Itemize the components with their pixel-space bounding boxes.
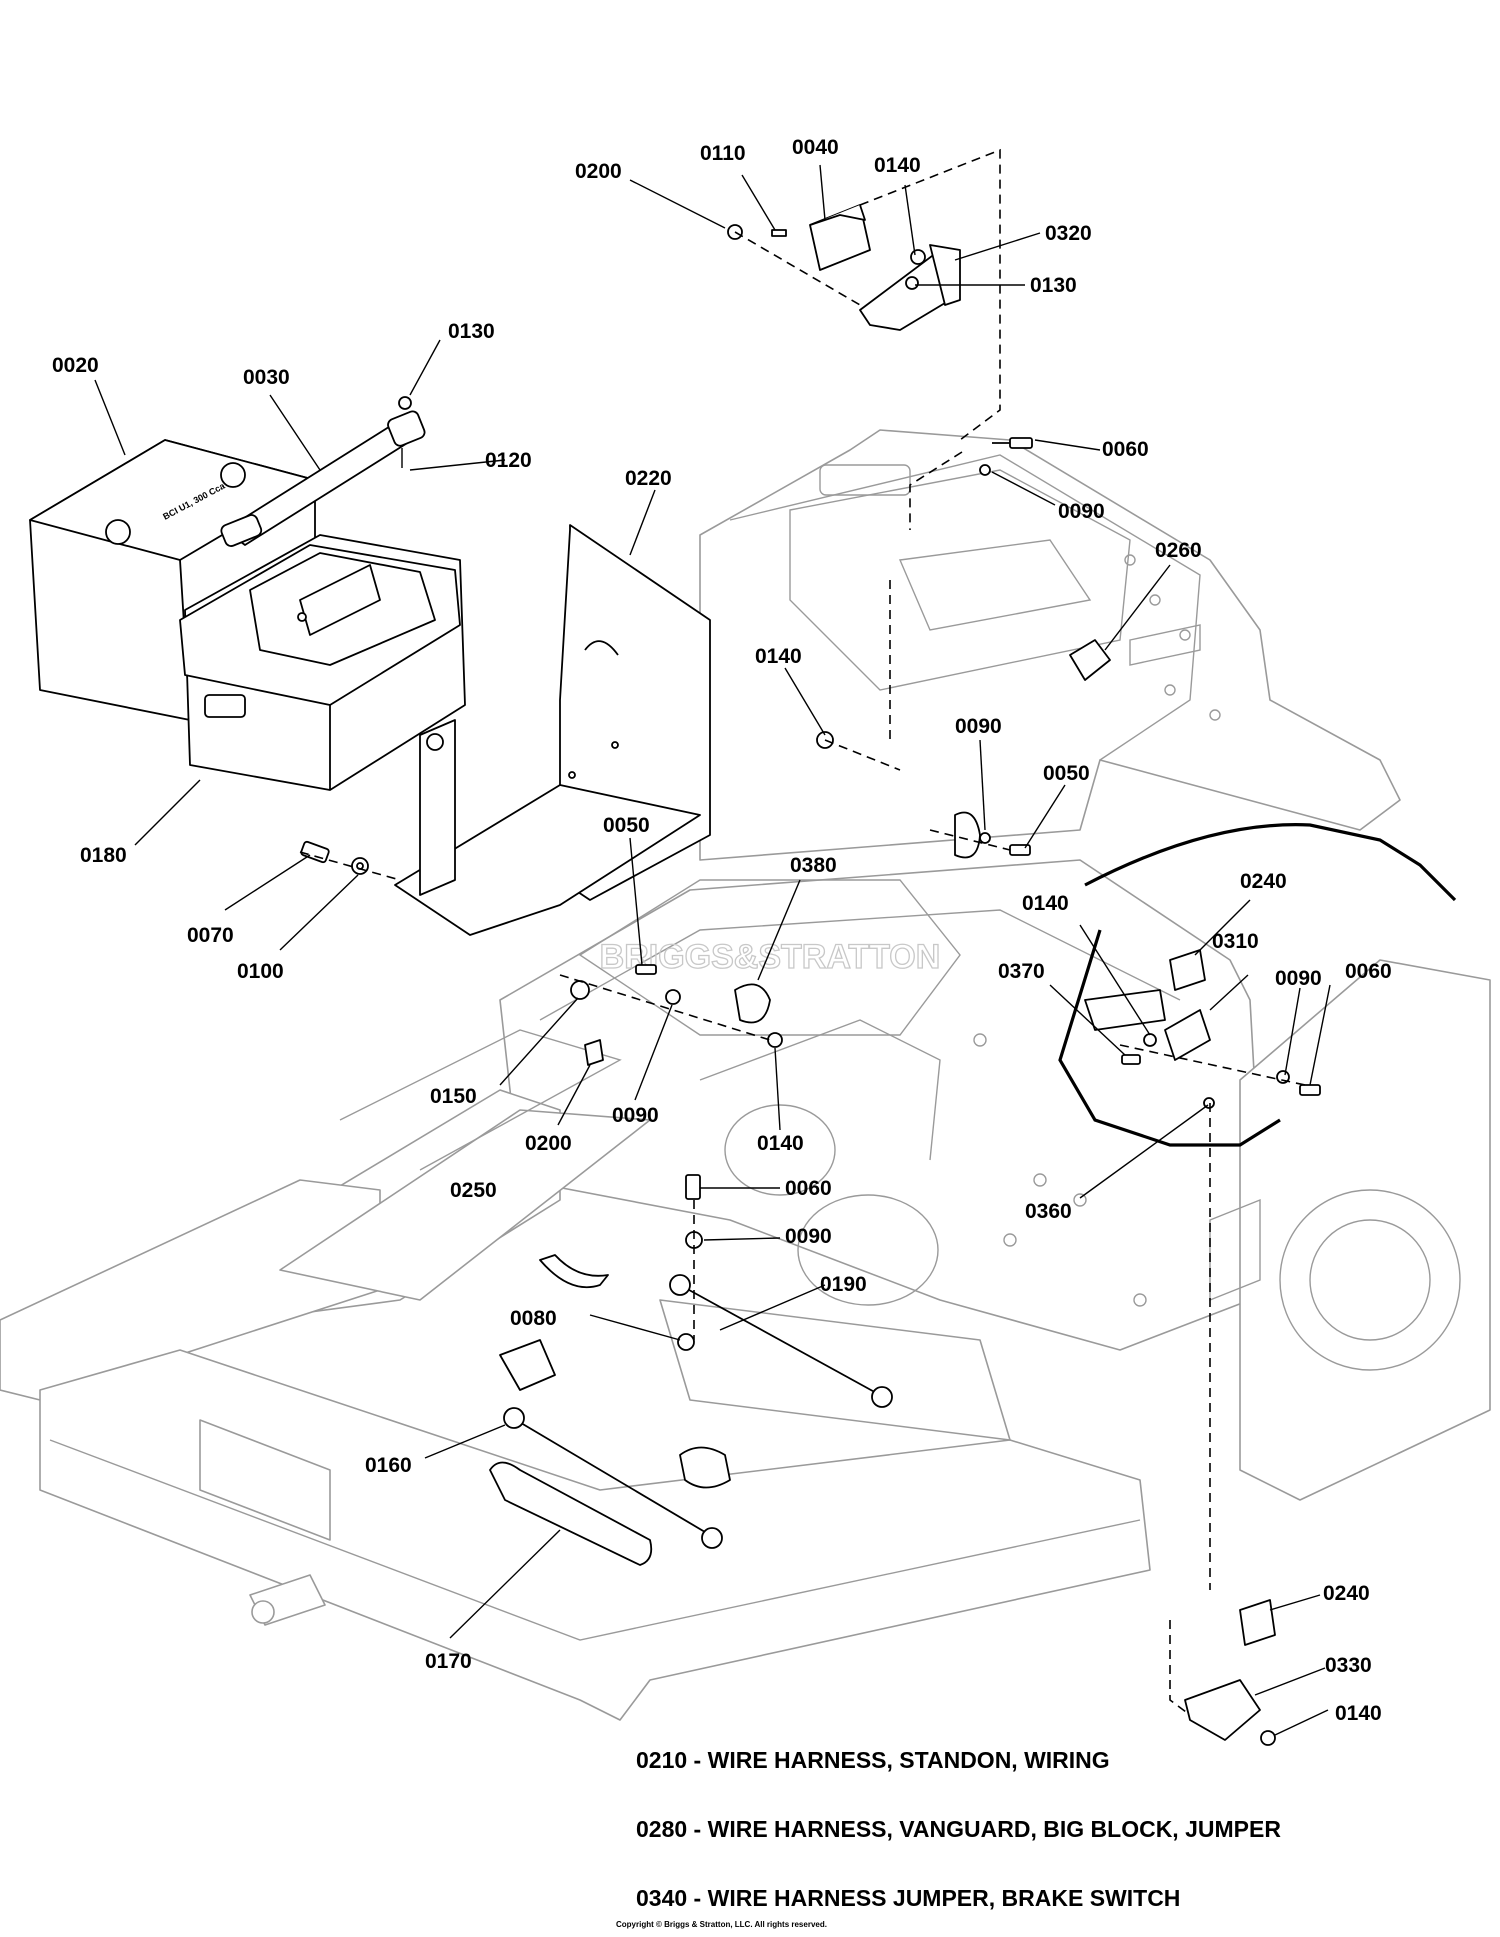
- callout-0330: 0330: [1325, 1654, 1372, 1677]
- callout-0060-lower: 0060: [785, 1177, 832, 1200]
- callout-0120: 0120: [485, 449, 532, 472]
- callout-0250: 0250: [450, 1179, 497, 1202]
- callout-0220: 0220: [625, 467, 672, 490]
- relay: [809, 204, 871, 271]
- callout-0060-right: 0060: [1345, 960, 1392, 983]
- cable-tie: [539, 1254, 609, 1289]
- callout-0110: 0110: [700, 142, 746, 165]
- callout-0140-lower: 0140: [1335, 1702, 1382, 1725]
- brake-switch-lower: [1239, 1599, 1276, 1646]
- callout-0050: 0050: [1043, 762, 1090, 785]
- callout-0140-right: 0140: [1022, 892, 1069, 915]
- callout-0050-center: 0050: [603, 814, 650, 837]
- callout-0020: 0020: [52, 354, 99, 377]
- callout-0260: 0260: [1155, 539, 1202, 562]
- callout-0130-strap: 0130: [448, 320, 495, 343]
- battery-assembly: BCI U1, 300 Cca: [29, 396, 711, 936]
- brake-switch: [1169, 949, 1206, 991]
- assembly-lines: [299, 148, 1306, 1716]
- callout-0200: 0200: [575, 160, 622, 183]
- callout-0090-center: 0090: [612, 1104, 659, 1127]
- cable-clip: [1069, 639, 1111, 681]
- detail-boundary-line: [1084, 823, 1457, 902]
- callout-0180: 0180: [80, 844, 127, 867]
- callout-0100: 0100: [237, 960, 284, 983]
- callout-0150: 0150: [430, 1085, 477, 1108]
- callout-labels: 0200 0110 0040 0140 0320 0130 0020 0030 …: [52, 136, 1392, 1725]
- battery-cable-long: [679, 1284, 881, 1396]
- callout-0090-lower: 0090: [785, 1225, 832, 1248]
- callout-0090: 0090: [1058, 500, 1105, 523]
- callout-0140-center: 0140: [757, 1132, 804, 1155]
- callout-0310: 0310: [1212, 930, 1259, 953]
- callout-0040: 0040: [792, 136, 839, 159]
- callout-0190: 0190: [820, 1273, 867, 1296]
- callout-0380: 0380: [790, 854, 837, 877]
- note-wire-harness-standon: 0210 - WIRE HARNESS, STANDON, WIRING: [636, 1747, 1110, 1773]
- callout-0090-right: 0090: [1275, 967, 1322, 990]
- callout-0130: 0130: [1030, 274, 1077, 297]
- copyright-text: Copyright © Briggs & Stratton, LLC. All …: [616, 1920, 827, 1929]
- callout-0170: 0170: [425, 1650, 472, 1673]
- callout-0160: 0160: [365, 1454, 412, 1477]
- detail-boundary-line-lower: [1058, 929, 1281, 1147]
- switch-bracket: [859, 249, 951, 331]
- terminal-cover: [489, 1461, 653, 1566]
- callout-0240-lower: 0240: [1323, 1582, 1370, 1605]
- callout-0370: 0370: [998, 960, 1045, 983]
- callout-0140: 0140: [874, 154, 921, 177]
- callout-0080: 0080: [510, 1307, 557, 1330]
- callout-0200-lower: 0200: [525, 1132, 572, 1155]
- note-wire-harness-brake-switch: 0340 - WIRE HARNESS JUMPER, BRAKE SWITCH: [636, 1885, 1181, 1911]
- callout-0090-mid: 0090: [955, 715, 1002, 738]
- fasteners-and-parts: [300, 204, 1321, 1746]
- leader-lines: [94, 164, 1331, 1736]
- callout-0030: 0030: [243, 366, 290, 389]
- battery-cable-short: [515, 1419, 711, 1536]
- callout-0360: 0360: [1025, 1200, 1072, 1223]
- callout-0140-mid: 0140: [755, 645, 802, 668]
- callout-0070: 0070: [187, 924, 234, 947]
- callout-0240: 0240: [1240, 870, 1287, 893]
- callout-0060: 0060: [1102, 438, 1149, 461]
- callout-0320: 0320: [1045, 222, 1092, 245]
- note-wire-harness-vanguard: 0280 - WIRE HARNESS, VANGUARD, BIG BLOCK…: [636, 1816, 1281, 1842]
